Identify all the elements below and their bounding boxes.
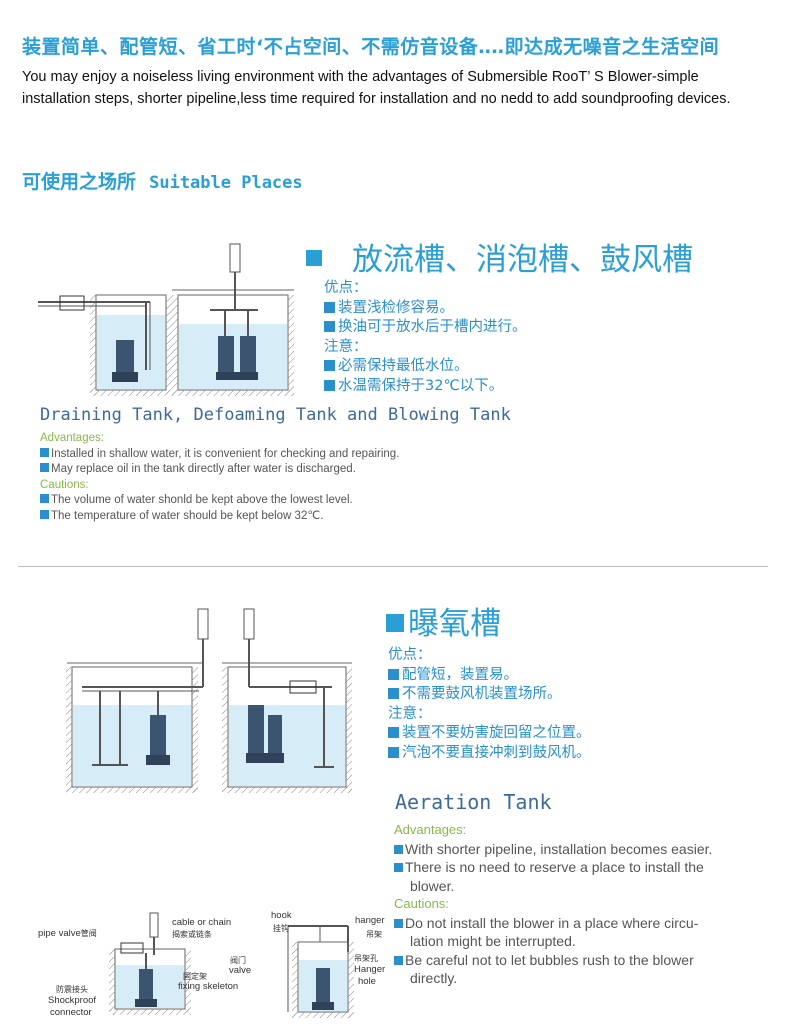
section2-cn-list: 优点： 配管短，装置易。 不需要鼓风机装置场所。 注意： 装置不要妨害旋回留之位… [388,646,591,763]
adv-item-cn: 配管短，装置易。 [388,666,591,686]
section1-cn-list: 优点： 装置浅检修容易。 换油可于放水后于槽内进行。 注意： 必需保持最低水位。… [324,279,527,396]
caution-label-en: Cautions: [40,478,89,491]
adv-item-en: May replace oil in the tank directly aft… [40,462,399,478]
bullet-icon [324,301,335,313]
label-cable: cable or chain [172,917,232,928]
square-bullet-icon [306,250,322,266]
label-shock-1: Shockproof [48,995,97,1006]
bullet-icon [394,955,403,965]
installation-diagram-left [109,912,191,1015]
adv-label-cn: 优点： [388,647,432,663]
bullet-icon [388,688,399,699]
section1-title-en: Draining Tank, Defoaming Tank and Blowin… [40,405,511,425]
draining-tank-diagram [38,243,294,396]
label-valve: valve [229,965,252,976]
section-divider [18,566,768,567]
label-cable-cn: 揭索或链条 [172,930,212,939]
label-hanger-hole-1: Hanger [354,964,386,975]
bullet-icon [324,360,335,371]
caution-item-en: Be careful not to let bubbles rush to th… [394,951,774,970]
bullet-icon [394,918,403,928]
header-title-cn: 装置简单、配管短、省工时‘不占空间、不需仿音设备‥‥即达成无噪音之生活空间 [22,36,720,58]
label-shock-cn: 防震接头 [56,985,88,994]
bullet-icon [40,509,49,519]
bullet-icon [40,494,49,503]
adv-item-cn: 装置浅检修容易。 [324,299,527,319]
label-fixing-cn: 固定架 [183,972,207,981]
label-hanger: hanger [355,915,385,926]
section1-en-list: Advantages: Installed in shallow water, … [40,431,399,524]
section1-title: 放流槽、消泡槽、鼓风槽 [306,234,693,279]
label-hanger-cn: 吊架 [366,930,382,939]
caution-item-cn: 水温需保持于32℃以下。 [324,377,527,397]
label-valve-cn: 阀门 [230,956,246,965]
adv-item-cn: 不需要鼓风机装置场所。 [388,685,591,705]
label-hook: hook [271,910,292,921]
section2-title: 曝氧槽 [386,598,501,643]
installation-diagram-right [287,925,354,1018]
section2-title-cn: 曝氧槽 [408,606,501,642]
adv-item-en: With shorter pipeline, installation beco… [394,840,774,859]
caution-item-en: Do not install the blower in a place whe… [394,914,774,933]
section1-title-cn: 放流槽、消泡槽、鼓风槽 [352,242,693,278]
suitable-places-heading: 可使用之场所 Suitable Places [22,167,303,194]
suitable-places-cn: 可使用之场所 [22,171,137,193]
adv-item-en: Installed in shallow water, it is conven… [40,447,399,463]
bullet-icon [394,863,403,872]
label-hanger-hole-2: hole [358,976,376,987]
caution-item-en: The volume of water shonld be kept above… [40,493,399,509]
caution-label-en: Cautions: [394,896,449,911]
section2-title-en: Aeration Tank [395,790,552,814]
caution-item-cn: 装置不要妨害旋回留之位置。 [388,724,591,744]
bullet-icon [40,447,49,457]
label-shock-2: connector [50,1007,92,1018]
adv-item-cn: 换油可于放水后于槽内进行。 [324,318,527,338]
caution-item-en-cont: directly. [410,970,458,986]
caution-item-en-cont: lation might be interrupted. [410,933,576,949]
suitable-places-en: Suitable Places [149,173,303,193]
header-description: You may enjoy a noiseless living environ… [22,66,731,110]
adv-label-en: Advantages: [40,432,104,444]
caution-item-cn: 必需保持最低水位。 [324,357,527,377]
label-hook-cn: 挂钩 [273,924,289,933]
caution-item-cn: 汽泡不要直接冲刺到鼓风机。 [388,744,591,764]
bullet-icon [324,321,335,332]
caution-item-en: The temperature of water should be kept … [40,509,399,525]
label-pipe-valve: pipe valve管阀 [38,928,97,939]
bullet-icon [394,844,403,854]
bullet-icon [324,379,335,391]
header-line-1: You may enjoy a noiseless living environ… [22,69,699,85]
bullet-icon [40,463,49,472]
adv-item-en-cont: blower. [410,877,455,894]
label-hanger-hole-cn: 吊架孔 [354,954,378,963]
label-fixing: fixing skeleton [178,981,239,992]
aeration-tank-diagram [66,608,352,793]
caution-label-cn: 注意： [388,705,432,722]
adv-label-en: Advantages: [394,822,467,837]
caution-label-cn: 注意： [324,338,368,355]
bullet-icon [388,746,399,758]
adv-item-en: There is no need to reserve a place to i… [394,858,774,877]
section2-en-list: Advantages: With shorter pipeline, insta… [394,821,774,988]
adv-label-cn: 优点： [324,280,368,296]
bullet-icon [388,668,399,680]
square-bullet-icon [386,614,404,632]
bullet-icon [388,727,399,738]
header-line-2: installation steps, shorter pipeline,les… [22,91,731,107]
